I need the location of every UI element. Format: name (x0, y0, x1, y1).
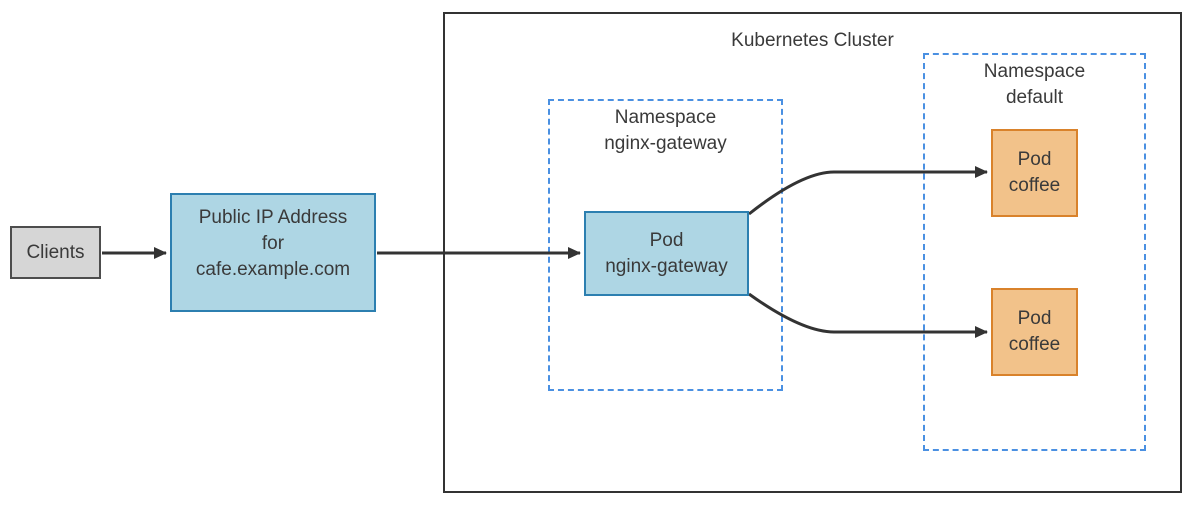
clients-label: Clients (26, 241, 85, 263)
pod-coffee-2-line1: Pod (1017, 308, 1052, 329)
pod-nginx-gateway-line1: Pod (649, 229, 684, 251)
pod-coffee-node-1: Pod coffee (991, 129, 1078, 217)
pod-coffee-1-line1: Pod (1017, 149, 1052, 170)
namespace-nginx-gateway-label-line1: Namespace (614, 107, 717, 128)
pod-nginx-gateway-line2: nginx-gateway (605, 255, 728, 277)
clients-node: Clients (10, 226, 101, 279)
namespace-default-label-line1: Namespace (983, 61, 1086, 82)
public-ip-line2: for (261, 233, 285, 254)
public-ip-line1: Public IP Address (198, 207, 348, 228)
namespace-default-box: Namespace default (923, 53, 1146, 451)
pod-coffee-1-line2: coffee (1008, 175, 1061, 196)
kubernetes-cluster-title: Kubernetes Cluster (731, 30, 894, 51)
namespace-nginx-gateway-label: Namespace nginx-gateway (550, 105, 781, 157)
namespace-nginx-gateway-label-line2: nginx-gateway (604, 133, 727, 154)
namespace-default-label: Namespace default (925, 59, 1144, 111)
public-ip-line3: cafe.example.com (195, 259, 351, 280)
public-ip-node: Public IP Address for cafe.example.com (170, 193, 376, 312)
namespace-default-label-line2: default (1005, 87, 1064, 108)
pod-coffee-node-2: Pod coffee (991, 288, 1078, 376)
namespace-nginx-gateway-box: Namespace nginx-gateway (548, 99, 783, 391)
pod-nginx-gateway-node: Pod nginx-gateway (584, 211, 749, 296)
pod-coffee-2-line2: coffee (1008, 334, 1061, 355)
